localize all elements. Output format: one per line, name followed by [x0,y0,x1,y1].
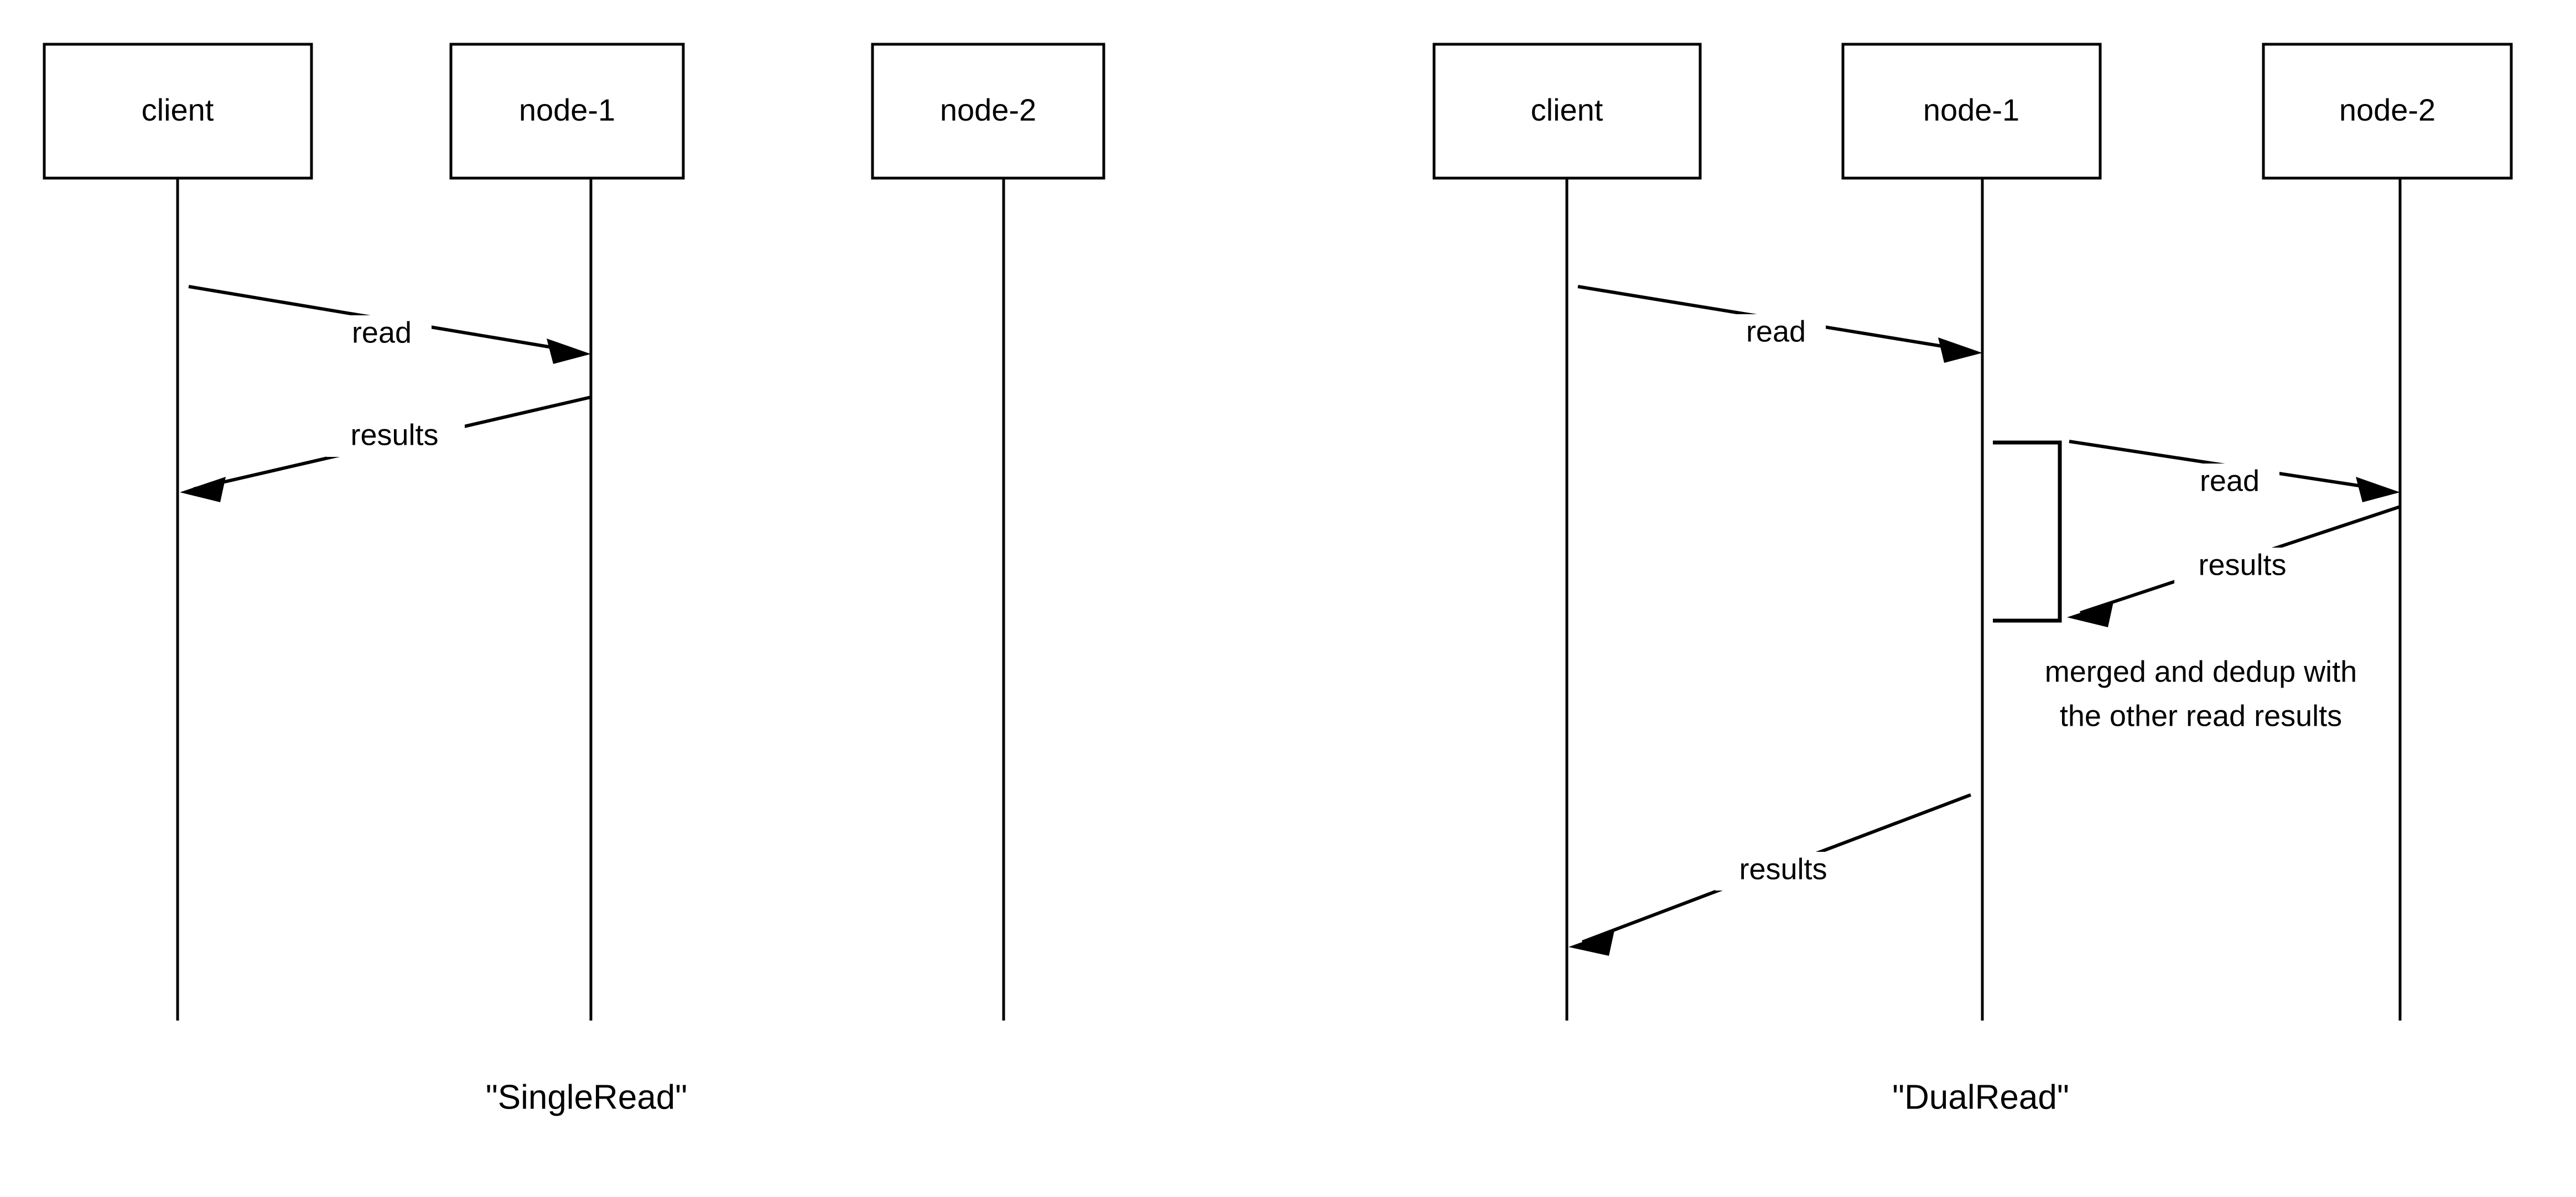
participant-box-client[interactable] [1432,43,1702,180]
diagram-single-read: client node-1 node-2 read [43,43,1105,1116]
arrow-head-icon [1938,337,1982,363]
message-label-results: results [1739,852,1827,886]
participant-box-node-1[interactable] [449,43,685,180]
participant-box-node-2[interactable] [2262,43,2513,180]
message-label-backdrop [2174,548,2313,586]
message-label-backdrop [2180,464,2279,502]
message-results-node-1-to-client[interactable]: results [180,395,591,502]
message-results-node-1-to-client-dual[interactable]: results [1569,793,1972,956]
message-label-read: read [1746,315,1806,348]
participant-node-1[interactable]: node-1 [449,43,685,1021]
message-label-read: read [2200,464,2260,497]
participant-label-node-2: node-2 [940,92,1036,127]
participant-label-client: client [142,92,214,127]
participant-box-node-2[interactable] [871,43,1105,180]
message-results-node-2-to-node-1[interactable]: results [2067,505,2401,627]
arrow-head-icon [547,339,591,364]
arrow-head-icon [1569,930,1614,956]
arrow-head-icon [2356,477,2400,502]
note-line-1: merged and dedup with [2045,655,2357,688]
participant-box-client[interactable] [43,43,313,180]
message-read-client-to-node-1[interactable]: read [188,285,591,364]
note-line-2: the other read results [2060,699,2342,732]
arrow-head-icon [180,477,226,502]
message-label-results: results [350,418,438,451]
participant-node-1-dual[interactable]: node-1 [1841,43,2102,1021]
message-label-backdrop [1726,314,1826,353]
message-label-backdrop [1715,852,1853,891]
arrow-head-icon [2067,602,2113,627]
participant-node-2[interactable]: node-2 [871,43,1105,1021]
message-read-client-to-node-1-dual[interactable]: read [1577,285,1982,363]
participant-label-client: client [1531,92,1603,127]
message-label-read: read [352,316,412,349]
message-label-backdrop [332,315,432,354]
participant-client[interactable]: client [43,43,313,1021]
message-read-node-1-to-node-2[interactable]: read [2069,440,2400,502]
message-label-results: results [2198,548,2286,581]
participant-label-node-1: node-1 [519,92,615,127]
message-label-backdrop [326,418,465,457]
participant-label-node-1: node-1 [1923,92,2019,127]
participant-label-node-2: node-2 [2339,92,2435,127]
diagram-dual-read: client node-1 node-2 read [1432,43,2513,1116]
diagram-caption-single-read: "SingleRead" [486,1078,688,1116]
participant-box-node-1[interactable] [1841,43,2102,180]
diagram-caption-dual-read: "DualRead" [1892,1078,2069,1116]
participant-node-2-dual[interactable]: node-2 [2262,43,2513,1021]
note-merged-and-dedup: merged and dedup with the other read res… [2045,655,2357,732]
participant-client-dual[interactable]: client [1432,43,1702,1021]
activation-bracket-node-1 [1993,440,2062,623]
